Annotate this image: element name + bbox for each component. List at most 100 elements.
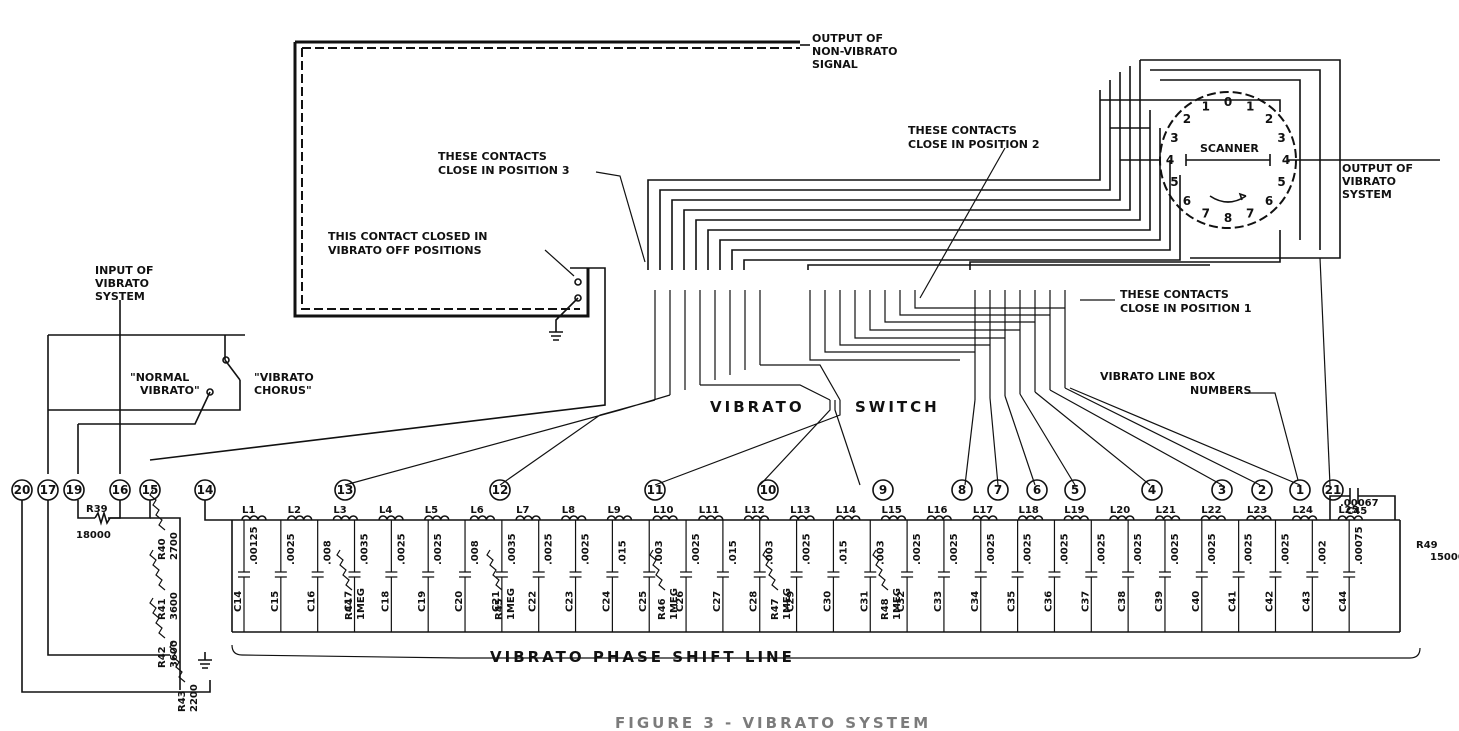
scanner-position: 7 <box>1246 207 1254 221</box>
capacitor-name: C26 <box>675 591 686 612</box>
line-box-number: 9 <box>879 483 887 497</box>
inductor-l19: L19 <box>1063 505 1090 521</box>
capacitor-name: C41 <box>1228 591 1239 612</box>
svg-text:18000: 18000 <box>76 530 111 541</box>
capacitor-value: .015 <box>617 540 628 565</box>
capacitor-name: C30 <box>822 591 833 612</box>
inductor-l13: L13 <box>789 505 815 521</box>
vibrato-off-contact <box>149 249 606 461</box>
inductor-l12: L12 <box>743 505 770 521</box>
capacitor-c28: C28.003 <box>749 520 776 632</box>
svg-text:VIBRATO": VIBRATO" <box>140 384 200 397</box>
resistor-symbol-r48 <box>872 549 889 591</box>
scanner-position: 4 <box>1166 153 1174 167</box>
line-box-17: 17 <box>37 479 59 501</box>
capacitor-c21: C21.0035 <box>491 520 518 632</box>
capacitor-c39: C39.0025 <box>1154 520 1181 632</box>
capacitor-c29: C29 .0025 <box>786 520 813 632</box>
capacitor-value: .0025 <box>1096 533 1107 565</box>
svg-text:INPUT OF: INPUT OF <box>95 264 154 277</box>
line-box-9: 9 <box>872 479 894 501</box>
capacitor-c35: C35.0025 <box>1007 520 1034 632</box>
inductor-label: L23 <box>1247 505 1267 516</box>
capacitor-value: .015 <box>728 540 739 565</box>
svg-text:VIBRATO LINE BOX: VIBRATO LINE BOX <box>1100 370 1216 383</box>
resistor-r45: R45 <box>494 598 505 620</box>
line-box-1: 1 <box>1289 479 1311 501</box>
line-box-number: 12 <box>492 483 509 497</box>
inductor-l11: L11 <box>698 505 724 521</box>
inductor-l24: L24 <box>1291 505 1318 521</box>
svg-text:NUMBERS: NUMBERS <box>1190 384 1251 397</box>
capacitor-value: .00125 <box>249 526 260 565</box>
inductor-label: L4 <box>379 505 392 516</box>
svg-text:C45: C45 <box>1346 506 1367 517</box>
capacitor-name: C24 <box>601 591 612 612</box>
line-box-19: 19 <box>63 479 85 501</box>
scanner-position: 4 <box>1282 153 1290 167</box>
capacitor-c19: C19.0025 <box>417 520 444 632</box>
capacitor-value: .0025 <box>286 533 297 565</box>
line-box-11: 11 <box>644 479 666 501</box>
inductor-l18: L18 <box>1017 505 1044 521</box>
capacitor-value: .0025 <box>396 533 407 565</box>
phase-shift-line <box>231 488 1421 659</box>
resistor-value-r40: 2700 <box>169 532 180 560</box>
input-vibrato-label: INPUT OF VIBRATO SYSTEM <box>95 264 154 303</box>
resistor-symbol-r47 <box>762 549 779 591</box>
capacitor-name: C29 <box>786 591 797 612</box>
capacitor-c32: C32.0025 <box>896 520 923 632</box>
inductor-l3: L3 <box>332 505 359 521</box>
annotation-pointers <box>460 147 1299 659</box>
svg-text:CLOSE IN POSITION 2: CLOSE IN POSITION 2 <box>908 138 1040 151</box>
scanner-position: 3 <box>1170 131 1178 145</box>
line-box-number: 6 <box>1033 483 1041 497</box>
inductor-label: L20 <box>1110 505 1130 516</box>
resistor-symbol-r45 <box>486 549 503 591</box>
svg-text:SYSTEM: SYSTEM <box>95 290 145 303</box>
inductor-l4: L4 <box>378 505 404 521</box>
resistor-symbol-r41 <box>149 549 166 591</box>
scanner <box>1159 91 1297 229</box>
resistor-value-r45: 1MEG <box>506 588 517 620</box>
svg-text:VIBRATO: VIBRATO <box>1342 175 1396 188</box>
contacts-position-3-label: THESE CONTACTS CLOSE IN POSITION 3 <box>438 150 570 177</box>
capacitor-name: C31 <box>859 591 870 612</box>
capacitor-value: .0025 <box>802 533 813 565</box>
capacitor-c37: C37.0025 <box>1080 520 1107 632</box>
line-box-3: 3 <box>1211 479 1233 501</box>
capacitor-c25: C25.003 <box>638 520 665 632</box>
inductor-l15: L15 <box>880 505 907 521</box>
resistor-symbol-r46 <box>649 549 666 591</box>
capacitor-c27: C27.015 <box>712 520 739 632</box>
svg-text:SIGNAL: SIGNAL <box>812 58 858 71</box>
line-box-number: 5 <box>1071 483 1079 497</box>
inductor-l2: L2 <box>286 505 313 521</box>
line-box-5: 5 <box>1064 479 1086 501</box>
capacitor-value: .0025 <box>986 533 997 565</box>
capacitor-value: .0025 <box>691 533 702 565</box>
line-box-6: 6 <box>1026 479 1048 501</box>
inductor-label: L10 <box>653 505 673 516</box>
capacitor-name: C17 <box>344 591 355 612</box>
resistor-symbol-r40 <box>149 489 166 531</box>
line-box-number: 3 <box>1218 483 1226 497</box>
line-box-15: 15 <box>139 479 161 501</box>
svg-text:NON-VIBRATO: NON-VIBRATO <box>812 45 898 58</box>
capacitor-name: C20 <box>454 591 465 612</box>
svg-text:"NORMAL: "NORMAL <box>130 371 189 384</box>
capacitor-value: .002 <box>1317 540 1328 565</box>
scanner-position: 6 <box>1183 194 1191 208</box>
line-box-number: 11 <box>647 483 664 497</box>
phase-shift-line-label: VIBRATO PHASE SHIFT LINE <box>490 648 795 666</box>
svg-text:"VIBRATO: "VIBRATO <box>254 371 314 384</box>
inductor-label: L21 <box>1156 505 1176 516</box>
line-box-number: 16 <box>112 483 129 497</box>
capacitor-value: .0035 <box>507 533 518 565</box>
output-vibrato-label: OUTPUT OF VIBRATO SYSTEM <box>1342 162 1413 201</box>
capacitor-value: .0025 <box>1244 533 1255 565</box>
line-box-number: 19 <box>66 483 83 497</box>
normal-vibrato-label: "NORMAL VIBRATO" <box>130 371 200 397</box>
capacitor-name: C38 <box>1117 591 1128 612</box>
